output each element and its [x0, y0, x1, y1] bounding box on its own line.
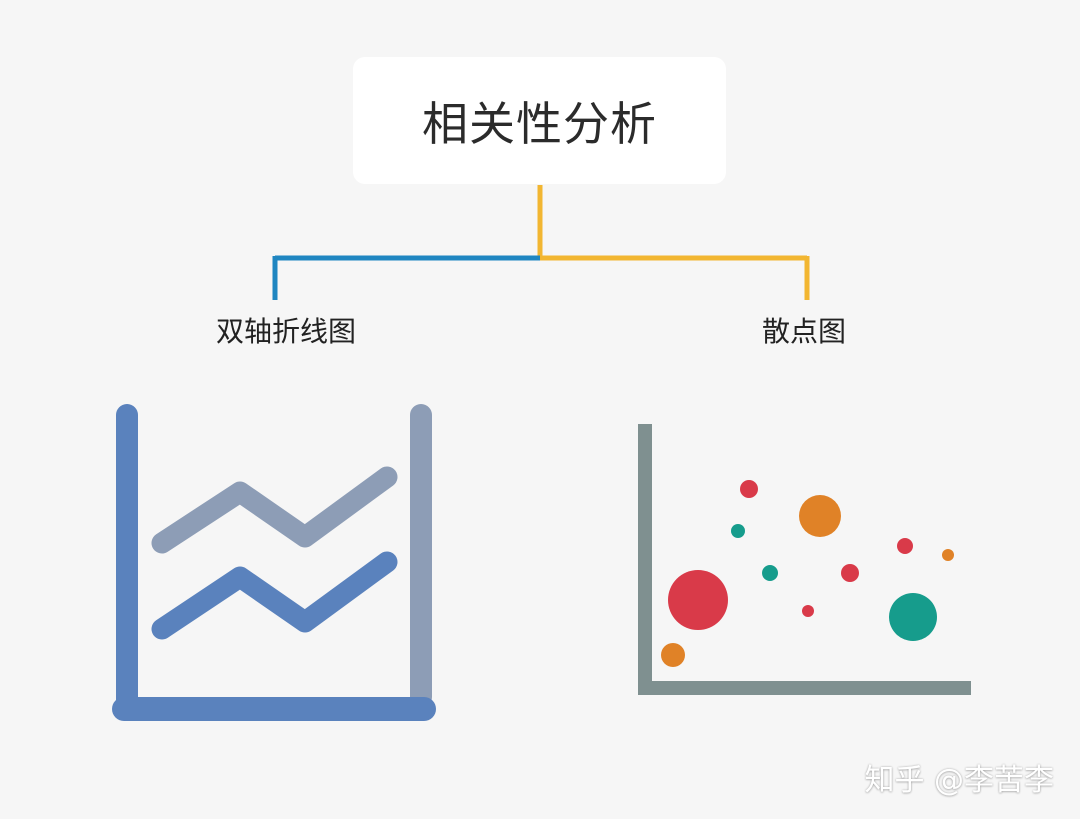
scatter-point [731, 524, 745, 538]
scatter-point [889, 593, 937, 641]
primary-series-line [151, 551, 398, 640]
scatter-point [897, 538, 913, 554]
root-title: 相关性分析 [422, 96, 657, 151]
root-node: 相关性分析 [353, 57, 726, 184]
watermark-text: 知乎 @李苦李 [864, 763, 1054, 798]
secondary-series-line [151, 466, 398, 554]
scatter-point [942, 549, 954, 561]
scatter-point [762, 565, 778, 581]
scatter-point [661, 643, 685, 667]
scatter-point [668, 570, 728, 630]
branch-label-scatter: 散点图 [761, 315, 847, 348]
scatter-point [802, 605, 814, 617]
scatter-point [841, 564, 859, 582]
scatter-point [740, 480, 758, 498]
branch-label-dual-axis-line: 双轴折线图 [215, 315, 357, 348]
scatter-point [799, 495, 841, 537]
